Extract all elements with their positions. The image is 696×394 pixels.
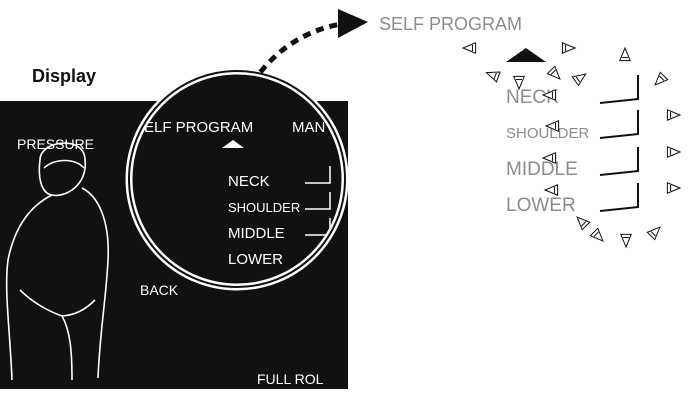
sparkle-triangle-icon [646,226,661,241]
magnifier-lens: SELF PROGRAM MAN NECK SHOULDER MIDDLE LOWER [125,67,349,291]
sparkle-triangle-icon [543,183,559,197]
sparkle-triangle-icon [571,73,587,87]
panel-row-label-lower: LOWER [228,251,283,268]
sparkle-triangle-icon [546,65,561,80]
panel-up-arrow-icon [222,140,244,148]
panel-manual-label: MAN [292,119,325,136]
panel-row-label-shoulder: SHOULDER [228,200,300,215]
callout-row-label-lower: LOWER [506,195,576,216]
callout-row-indicator-icon [599,110,639,139]
callout-arrowhead-icon [338,9,368,38]
sparkle-triangle-icon [461,41,477,55]
callout-row-label-shoulder: SHOULDER [506,125,590,142]
callout-body-part-rows: NECK SHOULDER MIDDLE LOWER [506,75,639,216]
highlight-sparkle-icons [461,41,682,249]
sparkle-triangle-icon [541,151,557,165]
callout-row-indicator-icon [599,147,639,176]
sparkle-triangle-icon [589,227,604,242]
sparkle-triangle-icon [485,71,501,83]
sparkle-triangle-icon [576,216,591,231]
callout-row-label-neck: NECK [506,87,559,108]
sparkle-triangle-icon [541,88,557,102]
callout-row-indicator-icon [599,75,639,104]
callout-row-indicator-icon [599,183,639,212]
callout-row-label-middle: MIDDLE [506,159,578,180]
sparkle-triangle-icon [666,181,682,195]
panel-self-program-label: SELF PROGRAM [134,119,253,136]
panel-row-label-neck: NECK [228,173,270,190]
sparkle-triangle-icon [544,119,560,133]
sparkle-triangle-icon [512,75,526,91]
panel-row-indicator-icon [305,192,331,210]
sparkle-triangle-icon [619,233,633,249]
panel-row-label-middle: MIDDLE [228,225,285,242]
callout-arrow [243,9,368,98]
sparkle-triangle-icon [618,46,632,62]
panel-back-label: BACK [140,282,179,298]
sparkle-triangle-icon [666,145,682,159]
display-label: Display [32,66,96,86]
panel-row-indicator-icon [305,166,331,184]
sparkle-triangle-icon [654,71,669,86]
panel-full-roll-label: FULL ROL [257,371,324,387]
panel-body-part-rows: NECK SHOULDER MIDDLE LOWER [228,166,331,268]
body-silhouette-icon [5,142,109,381]
sparkle-triangle-icon [561,41,577,55]
sparkle-triangle-icon [666,108,682,122]
callout-up-arrow-icon [506,48,546,62]
callout-title: SELF PROGRAM [379,14,522,34]
